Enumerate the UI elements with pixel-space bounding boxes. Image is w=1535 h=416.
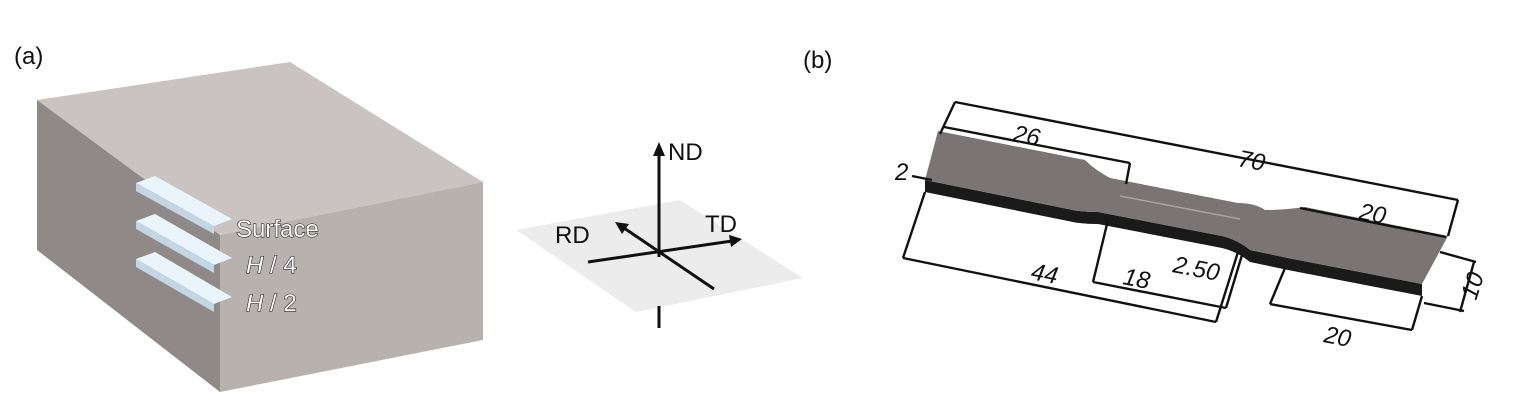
rd-arrowhead (615, 222, 629, 234)
slice-surface (136, 176, 232, 234)
slice-quarter-front (136, 221, 214, 273)
slice-label-quarter-symbol: H (246, 252, 264, 279)
block-top-face (37, 62, 483, 235)
dim-10-label: 10 (1456, 269, 1490, 303)
td-arrowhead (729, 235, 742, 247)
coordinate-system (516, 142, 803, 328)
slice-label-half: H / 2 (246, 290, 297, 317)
slice-quarter (136, 214, 232, 273)
panel-a-label: (a) (14, 43, 43, 70)
dim-20-top-label: 20 (1356, 198, 1389, 230)
slice-label-quarter-text: / 4 (263, 252, 296, 279)
dim-44-left-tick (901, 191, 927, 259)
slice-surface-front (136, 183, 214, 234)
dim-18-label: 18 (1121, 263, 1153, 295)
block-side-face (37, 100, 220, 392)
slice-half-top (136, 252, 232, 304)
dimension-lines (901, 100, 1477, 332)
gauge-highlight (1119, 195, 1241, 220)
dim-20-bottom-line (1269, 302, 1413, 332)
dim-20-bottom-label: 20 (1321, 321, 1354, 353)
dim-26-tick (1124, 162, 1132, 185)
dim-18-left-tick (1091, 219, 1110, 283)
dim-20-bottom-right-tick (1410, 295, 1424, 331)
rd-axis (623, 226, 715, 291)
slice-surface-top (136, 176, 232, 226)
slice-half-front (136, 259, 214, 312)
dim-20-bottom-left-tick (1268, 267, 1287, 305)
slice-half (136, 252, 232, 312)
nd-label: ND (668, 139, 703, 166)
slice-quarter-top (136, 214, 232, 265)
specimen-top-face (925, 131, 1448, 284)
dim-250-label: 2.50 (1170, 251, 1223, 287)
dim-2-line (911, 174, 933, 182)
dim-70-tick-left (938, 101, 957, 135)
specimen-edge (925, 180, 1422, 296)
tensile-specimen (925, 131, 1448, 296)
slice-label-half-text: / 2 (263, 290, 296, 317)
dim-250-tick (1224, 254, 1244, 309)
slice-label-surface: Surface (236, 216, 319, 243)
nd-arrowhead (653, 142, 665, 156)
dim-26-line (943, 125, 1131, 165)
td-label: TD (705, 211, 737, 238)
dim-70-tick-right (1446, 199, 1460, 237)
dim-10-top-tick (1439, 250, 1477, 264)
dim-44-label: 44 (1029, 258, 1060, 290)
rolled-block (37, 62, 483, 392)
dim-26-label: 26 (1010, 120, 1043, 152)
block-front-face (220, 182, 483, 392)
dim-44-right-tick (1214, 251, 1240, 323)
dim-70-line (954, 100, 1459, 202)
dim-18-line (1092, 280, 1227, 310)
dim-10-line (1458, 261, 1476, 313)
slice-label-half-symbol: H (246, 290, 264, 317)
dim-10-bottom-tick (1423, 301, 1465, 313)
dim-2-label: 2 (894, 159, 908, 186)
rd-label: RD (555, 222, 590, 249)
slice-label-quarter: H / 4 (246, 252, 297, 279)
dim-70-label: 70 (1236, 145, 1268, 177)
dim-44-line (902, 256, 1217, 324)
panel-b-label: (b) (803, 47, 832, 74)
dim-20-top-line (1299, 206, 1447, 239)
